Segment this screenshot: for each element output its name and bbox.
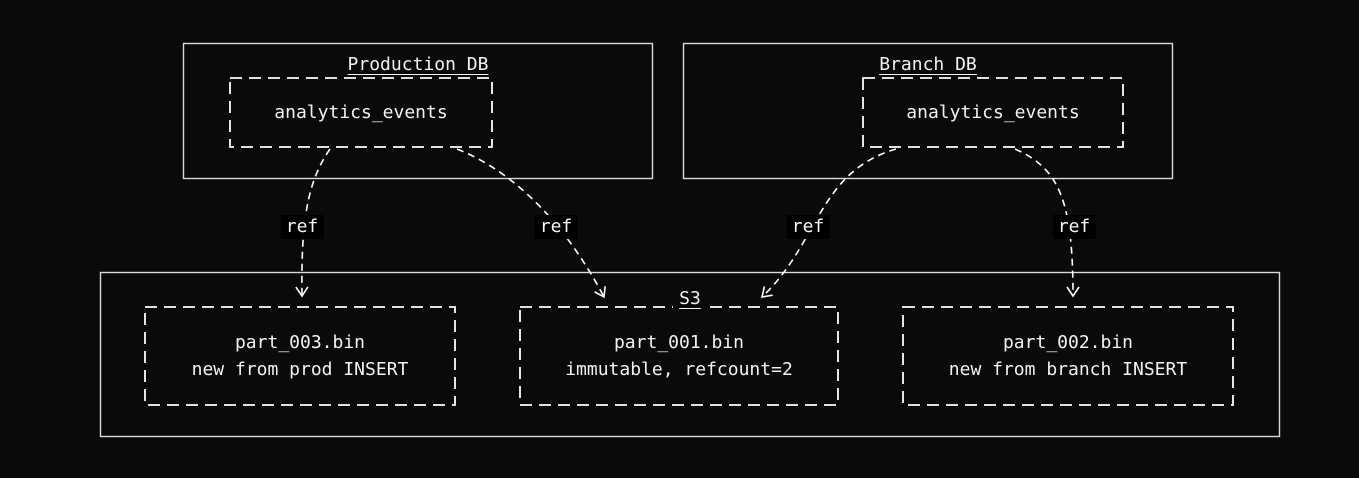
part-002-filename: part_002.bin: [1002, 332, 1134, 353]
prod-analytics-label: analytics_events: [274, 102, 448, 123]
edge-prod-analytics-to-part-003: [295, 148, 331, 298]
production-db-container-border: [182, 42, 654, 180]
edge-prod-analytics-to-part-001: [456, 148, 606, 299]
edge-label-ref-2: ref: [534, 215, 578, 239]
prod-analytics-node-border: [229, 77, 493, 148]
edge-label-ref-3: ref: [786, 215, 830, 239]
part-003-node: part_003.bin new from prod INSERT: [145, 307, 455, 405]
edge-label-ref-1: ref: [280, 215, 324, 239]
branch-analytics-label: analytics_events: [906, 102, 1080, 123]
prod-analytics-node: analytics_events: [230, 78, 492, 147]
branch-analytics-node-border: [862, 77, 1124, 148]
part-001-node: part_001.bin immutable, refcount=2: [520, 307, 838, 405]
edge-label-ref-4: ref: [1052, 215, 1096, 239]
edge-branch-analytics-to-part-002: [1014, 148, 1080, 298]
part-002-note: new from branch INSERT: [948, 359, 1188, 380]
production-db-title: Production DB: [347, 54, 489, 75]
s3-container-border: [99, 271, 1281, 438]
part-002-node: part_002.bin new from branch INSERT: [903, 307, 1233, 405]
branch-db-container-border: [682, 42, 1174, 180]
part-003-note: new from prod INSERT: [191, 359, 409, 380]
branch-db-title: Branch DB: [879, 54, 977, 75]
part-002-node-border: [902, 306, 1234, 406]
edge-branch-analytics-to-part-001: [760, 148, 897, 298]
part-001-filename: part_001.bin: [613, 332, 745, 353]
part-001-note: immutable, refcount=2: [565, 359, 793, 380]
s3-title: S3: [100, 288, 1280, 309]
branch-analytics-node: analytics_events: [863, 78, 1123, 147]
part-003-filename: part_003.bin: [234, 332, 366, 353]
part-003-node-border: [144, 306, 456, 406]
